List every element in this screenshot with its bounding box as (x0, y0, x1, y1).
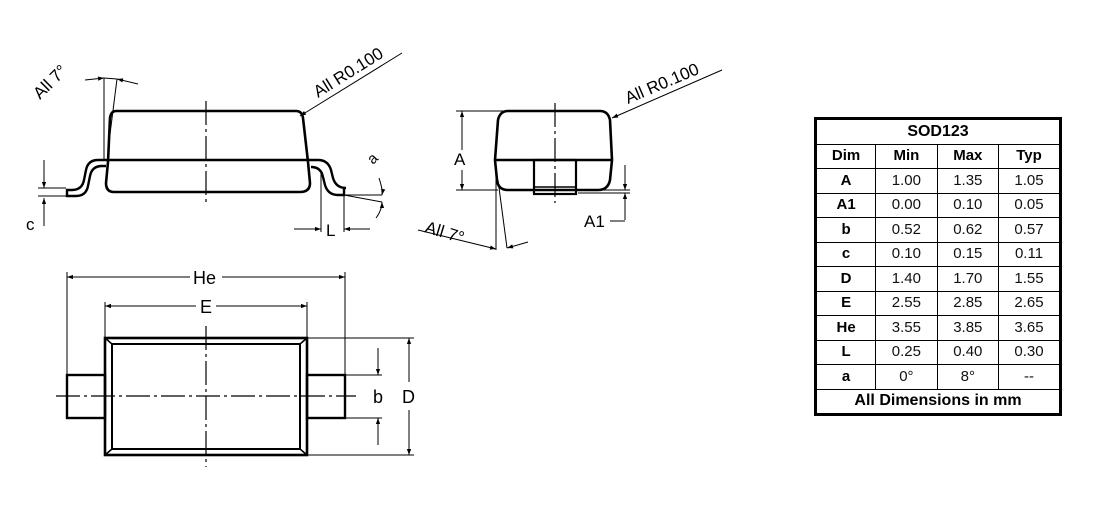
cell-min: 0.00 (875, 192, 938, 218)
col-header-min: Min (875, 143, 938, 169)
cell-dim: L (817, 339, 877, 365)
table-row: A1 0.00 0.10 0.05 (817, 192, 1059, 218)
cell-typ: -- (998, 364, 1059, 390)
cell-max: 8° (936, 364, 1000, 390)
cell-typ: 1.55 (998, 266, 1059, 292)
side-view (38, 52, 403, 232)
cell-max: 0.10 (936, 192, 1000, 218)
col-header-dim: Dim (817, 143, 877, 169)
side-radius-label: All R0.100 (310, 44, 387, 102)
cell-typ: 0.57 (998, 217, 1059, 243)
cell-max: 0.40 (936, 339, 1000, 365)
table-row: E 2.55 2.85 2.65 (817, 290, 1059, 316)
dim-label-b: b (373, 387, 383, 407)
cell-min: 3.55 (875, 315, 938, 341)
table-row: He 3.55 3.85 3.65 (817, 315, 1059, 341)
table-title-row: SOD123 (817, 120, 1059, 145)
dim-label-E: E (200, 297, 212, 317)
cell-dim: c (817, 241, 877, 267)
side-body-outline (104, 109, 312, 194)
table-row: A 1.00 1.35 1.05 (817, 168, 1059, 194)
cell-typ: 0.11 (998, 241, 1059, 267)
cell-min: 0° (875, 364, 938, 390)
cell-min: 1.00 (875, 168, 938, 194)
table-footer-row: All Dimensions in mm (817, 388, 1059, 413)
cell-min: 0.25 (875, 339, 938, 365)
cell-max: 1.70 (936, 266, 1000, 292)
end-body-outline (493, 109, 614, 192)
cell-min: 0.52 (875, 217, 938, 243)
left-lead (65, 158, 106, 198)
cell-typ: 2.65 (998, 290, 1059, 316)
cell-max: 0.15 (936, 241, 1000, 267)
dim-label-A1: A1 (584, 212, 605, 231)
table-row: D 1.40 1.70 1.55 (817, 266, 1059, 292)
bottom-view (56, 272, 414, 467)
cell-max: 0.62 (936, 217, 1000, 243)
dim-label-D: D (402, 387, 415, 407)
cell-min: 0.10 (875, 241, 938, 267)
dimension-table: SOD123 Dim Min Max Typ A 1.00 1.35 1.05 … (814, 117, 1062, 416)
cell-max: 1.35 (936, 168, 1000, 194)
table-header-row: Dim Min Max Typ (817, 143, 1059, 169)
side-angle-label: All 7° (29, 61, 71, 103)
table-row: a 0° 8° -- (817, 364, 1059, 390)
table-title: SOD123 (817, 120, 1059, 145)
cell-min: 1.40 (875, 266, 938, 292)
cell-dim: a (817, 364, 877, 390)
col-header-max: Max (936, 143, 1000, 169)
cell-dim: He (817, 315, 877, 341)
dim-label-a: a (364, 149, 382, 167)
dim-label-He: He (193, 268, 216, 288)
cell-dim: E (817, 290, 877, 316)
table-footer: All Dimensions in mm (817, 388, 1059, 413)
table-row: L 0.25 0.40 0.30 (817, 339, 1059, 365)
cell-typ: 0.05 (998, 192, 1059, 218)
dim-label-A: A (454, 150, 466, 169)
cell-typ: 3.65 (998, 315, 1059, 341)
cell-dim: A (817, 168, 877, 194)
right-lead (310, 158, 347, 197)
dim-label-L: L (326, 221, 335, 240)
cell-min: 2.55 (875, 290, 938, 316)
cell-max: 3.85 (936, 315, 1000, 341)
cell-dim: A1 (817, 192, 877, 218)
col-header-typ: Typ (998, 143, 1059, 169)
end-view (417, 69, 723, 250)
table-row: b 0.52 0.62 0.57 (817, 217, 1059, 243)
dimension-table-grid: SOD123 Dim Min Max Typ A 1.00 1.35 1.05 … (817, 120, 1059, 413)
cell-typ: 1.05 (998, 168, 1059, 194)
cell-typ: 0.30 (998, 339, 1059, 365)
cell-max: 2.85 (936, 290, 1000, 316)
dim-label-c: c (26, 215, 35, 234)
cell-dim: D (817, 266, 877, 292)
table-row: c 0.10 0.15 0.11 (817, 241, 1059, 267)
cell-dim: b (817, 217, 877, 243)
end-angle-label: All 7° (423, 218, 467, 248)
